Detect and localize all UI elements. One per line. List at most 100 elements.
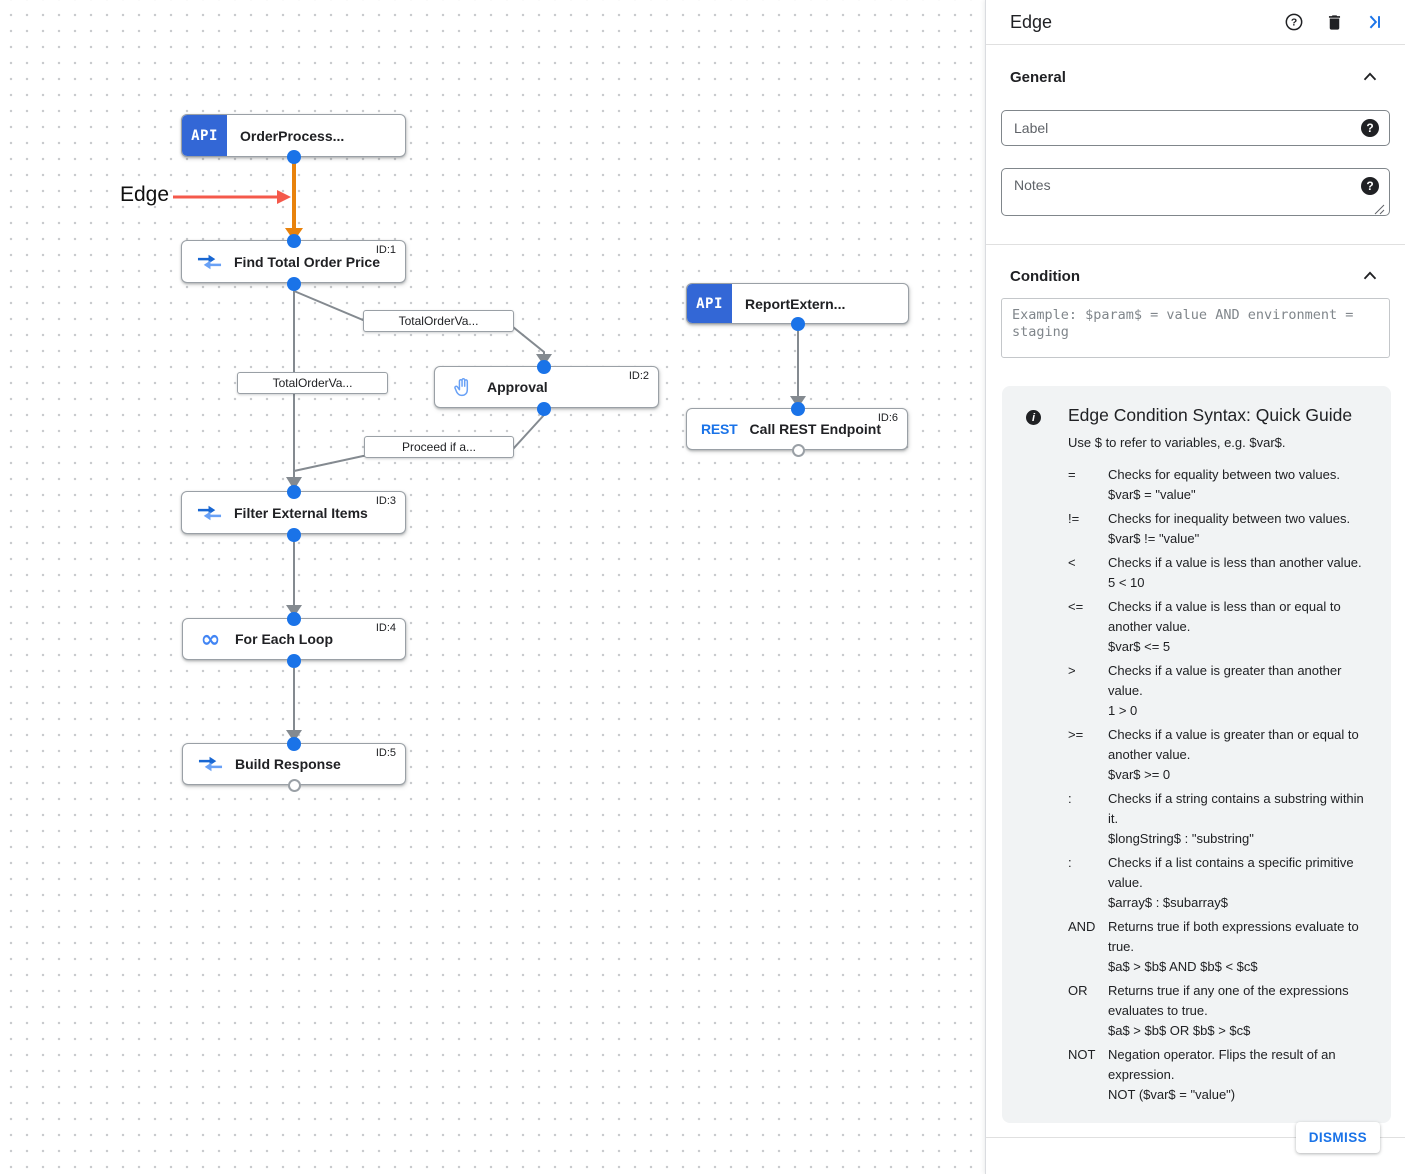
edge-arrowheads — [286, 354, 806, 742]
general-section-title: General — [1010, 68, 1066, 86]
data-mapping-icon — [196, 505, 223, 521]
condition-section-header[interactable]: Condition — [1010, 263, 1381, 289]
guide-example: 1 > 0 — [1108, 703, 1138, 718]
guide-example: $var$ = "value" — [1108, 487, 1196, 502]
output-port[interactable] — [287, 150, 301, 164]
node-id-badge: ID:6 — [877, 412, 898, 424]
collapse-panel-icon[interactable] — [1363, 10, 1387, 34]
input-port[interactable] — [287, 612, 301, 626]
node-title: OrderProcess... — [240, 127, 345, 144]
resize-grip-icon[interactable] — [1374, 204, 1385, 215]
general-section-header[interactable]: General — [1010, 64, 1381, 90]
guide-operator: : — [1068, 791, 1072, 806]
selected-edge[interactable] — [285, 160, 303, 241]
node-id-badge: ID:1 — [375, 244, 396, 256]
output-port[interactable] — [287, 654, 301, 668]
output-port[interactable] — [287, 277, 301, 291]
approval-hand-icon — [449, 377, 476, 398]
guide-rows: =Checks for equality between two values.… — [1068, 465, 1371, 1105]
guide-row: : Checks if a list contains a specific pr… — [1068, 853, 1371, 913]
guide-row: < Checks if a value is less than another … — [1068, 553, 1371, 593]
label-input[interactable] — [1001, 110, 1390, 146]
api-trigger-icon: API — [182, 115, 227, 156]
guide-operator: : — [1068, 855, 1072, 870]
guide-example: $a$ > $b$ AND $b$ < $c$ — [1108, 959, 1258, 974]
node-title: Filter External Items — [234, 504, 368, 521]
svg-text:?: ? — [1291, 18, 1297, 29]
help-icon[interactable]: ? — [1282, 10, 1306, 34]
output-port[interactable] — [287, 528, 301, 542]
guide-description: Checks for inequality between two values… — [1108, 511, 1351, 526]
annotation-edge-label: Edge — [120, 183, 170, 206]
node-find-total-order-price[interactable]: Find Total Order Price ID:1 — [181, 240, 406, 283]
panel-header: Edge ? — [986, 0, 1405, 44]
chevron-up-icon[interactable] — [1359, 265, 1381, 287]
guide-description: Checks if a value is less than or equal … — [1108, 599, 1341, 634]
guide-operator: < — [1068, 555, 1076, 570]
node-report-extern-trigger[interactable]: API ReportExtern... — [686, 283, 909, 324]
guide-row: >=Checks if a value is greater than or e… — [1068, 725, 1371, 785]
guide-row: > Checks if a value is greater than anoth… — [1068, 661, 1371, 721]
node-title: For Each Loop — [235, 631, 333, 647]
guide-example: $var$ != "value" — [1108, 531, 1200, 546]
output-port[interactable] — [791, 317, 805, 331]
guide-example: $array$ : $subarray$ — [1108, 895, 1228, 910]
edge-condition-label[interactable]: TotalOrderVa... — [237, 372, 388, 394]
condition-section-title: Condition — [1010, 267, 1080, 285]
guide-example: $longString$ : "substring" — [1108, 831, 1254, 846]
input-port[interactable] — [287, 485, 301, 499]
guide-description: Checks if a value is greater than or equ… — [1108, 727, 1359, 762]
annotation-arrow — [173, 190, 291, 204]
output-port[interactable] — [537, 402, 551, 416]
notes-textarea[interactable] — [1001, 168, 1390, 216]
notes-help-icon[interactable]: ? — [1361, 177, 1379, 195]
node-build-response[interactable]: Build Response ID:5 — [182, 743, 406, 785]
canvas-edges[interactable] — [0, 0, 985, 1174]
edge-condition-label[interactable]: TotalOrderVa... — [363, 310, 514, 332]
data-mapping-icon — [196, 254, 223, 270]
chevron-up-icon[interactable] — [1359, 66, 1381, 88]
node-order-process-trigger[interactable]: API OrderProcess... — [181, 114, 406, 157]
input-port[interactable] — [537, 360, 551, 374]
node-id-badge: ID:4 — [375, 622, 396, 634]
dismiss-button[interactable]: DISMISS — [1295, 1122, 1380, 1153]
guide-subtitle: Use $ to refer to variables, e.g. $var$. — [1068, 435, 1286, 450]
guide-example: $a$ > $b$ OR $b$ > $c$ — [1108, 1023, 1251, 1038]
guide-operator: = — [1068, 467, 1076, 482]
input-port[interactable] — [287, 234, 301, 248]
node-title: Find Total Order Price — [234, 253, 380, 270]
guide-example: $var$ <= 5 — [1108, 639, 1171, 654]
guide-description: Checks if a value is greater than anothe… — [1108, 663, 1342, 698]
flow-canvas[interactable]: Edge API OrderProcess... Find Total Orde… — [0, 0, 985, 1174]
condition-field-wrap — [1001, 298, 1390, 363]
delete-icon[interactable] — [1323, 11, 1346, 34]
input-port[interactable] — [791, 402, 805, 416]
edge-condition-label[interactable]: Proceed if a... — [364, 436, 514, 458]
guide-row: =Checks for equality between two values.… — [1068, 465, 1371, 505]
guide-example: 5 < 10 — [1108, 575, 1145, 590]
output-port-empty[interactable] — [792, 444, 805, 457]
section-divider — [986, 244, 1405, 245]
header-divider — [986, 44, 1405, 45]
guide-row: !=Checks for inequality between two valu… — [1068, 509, 1371, 549]
condition-syntax-guide: i Edge Condition Syntax: Quick Guide Use… — [1002, 386, 1391, 1123]
guide-row: :Checks if a string contains a substring… — [1068, 789, 1371, 849]
node-id-badge: ID:5 — [375, 747, 396, 759]
data-mapping-icon — [197, 756, 224, 772]
guide-description: Checks if a list contains a specific pri… — [1108, 855, 1354, 890]
condition-textarea[interactable] — [1001, 298, 1390, 358]
rest-icon: REST — [701, 421, 738, 437]
node-id-badge: ID:2 — [628, 370, 649, 382]
input-port[interactable] — [287, 737, 301, 751]
label-field-wrap: ? — [1001, 110, 1390, 146]
guide-operator: NOT — [1068, 1047, 1096, 1062]
output-port-empty[interactable] — [288, 779, 301, 792]
label-help-icon[interactable]: ? — [1361, 119, 1379, 137]
api-trigger-icon: API — [687, 284, 732, 323]
guide-operator: > — [1068, 663, 1076, 678]
guide-description: Checks if a value is less than another v… — [1108, 555, 1362, 570]
